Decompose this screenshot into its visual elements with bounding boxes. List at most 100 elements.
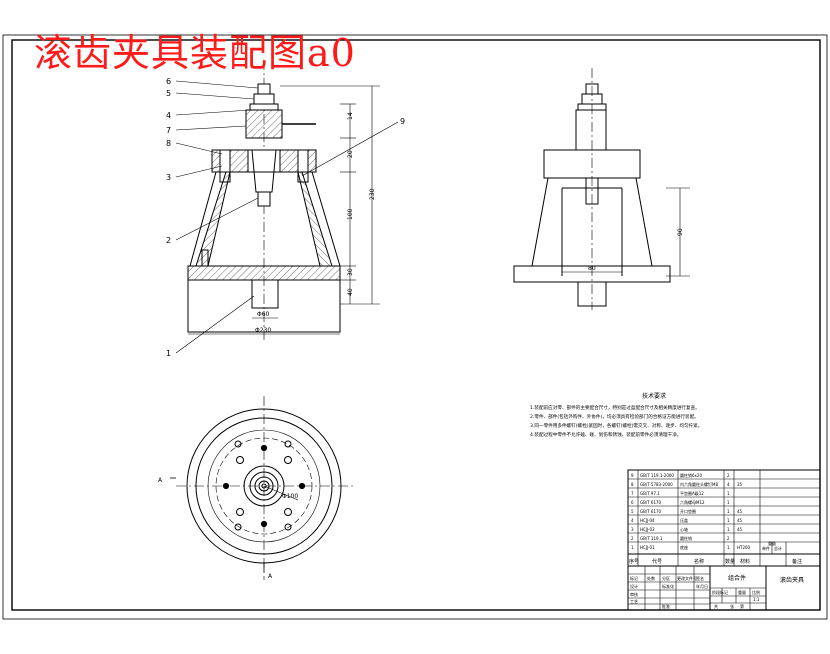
- tb-scale: 比例: [752, 589, 760, 595]
- outer-border: [2, 34, 828, 620]
- bom-sub-weight: 重量: [768, 540, 776, 546]
- bom-header-code: 代号: [652, 558, 662, 565]
- drawing-title: 滚齿夹具装配图a0: [34, 31, 356, 75]
- tb-approve: 批准: [662, 603, 670, 609]
- inner-border: [11, 39, 821, 611]
- bom-mat: HT200: [737, 545, 751, 550]
- bom-no: 5: [631, 509, 634, 514]
- title-block: [627, 565, 821, 611]
- bom-row: 2 GB/T 119.1 圆柱销 2: [631, 535, 730, 541]
- bom-rows: 9 GB/T 119.1-2000 圆柱销6x20 2 8 GB/T 5783-…: [631, 472, 751, 550]
- part-label: 1: [166, 349, 171, 358]
- bom-name: 平垫圈A级12: [680, 490, 704, 496]
- bom-no: 7: [631, 491, 634, 496]
- bom-qty: 1: [727, 491, 730, 496]
- bom-header-texts: 序号 代号 名称 数量 材料 备注 单件 总计 重量: [629, 540, 802, 565]
- front-section-view: [175, 60, 399, 354]
- tb-process: 工艺: [630, 599, 638, 604]
- bom-row: 8 GB/T 5783-2000 内六角圆柱头螺钉M8 4 35: [631, 481, 743, 487]
- section-marker: A: [158, 477, 163, 484]
- bom-code: HCJJ-03: [640, 527, 655, 532]
- tb-scale-value: 1:1: [753, 597, 760, 602]
- bom-code: HCJJ-01: [640, 545, 655, 550]
- part-label: 9: [400, 117, 405, 126]
- bom-mat: 45: [737, 509, 743, 514]
- part-label: 5: [166, 89, 171, 98]
- bom-name: 内六角圆柱头螺钉M8: [680, 481, 718, 487]
- bom-no: 3: [631, 527, 634, 532]
- bom-qty: 1: [727, 500, 730, 505]
- bom-header-note: 备注: [792, 558, 802, 565]
- bom-code: HCJJ-04: [640, 518, 655, 523]
- bom-header-no: 序号: [629, 558, 639, 565]
- part-label: 4: [166, 111, 171, 120]
- bom-no: 8: [631, 482, 634, 487]
- dim-text: 40: [347, 288, 354, 296]
- dim-text: Φ230: [255, 327, 271, 334]
- bom-mat: 45: [737, 527, 743, 532]
- bom-header-mat: 材料: [740, 558, 750, 565]
- notes-line: 3.同一零件用多件螺钉(螺栓)紧固时，各螺钉(螺栓)需交叉、对称、逐步、均匀拧紧…: [530, 422, 702, 429]
- bom-sub-total: 总计: [774, 545, 782, 551]
- bom-header-qty: 数量: [725, 558, 735, 565]
- dim-text: 80: [588, 265, 596, 272]
- tb-std: 标准化: [662, 583, 674, 589]
- tb-count: 处数: [647, 575, 655, 581]
- notes-line: 4.装配过程中零件不允许磕、碰、划伤和锈蚀，装配前零件必须清理干净。: [530, 431, 681, 438]
- top-view-labels: A A Φ100: [158, 477, 298, 580]
- bom-code: GB/T 5783-2000: [640, 482, 673, 487]
- bom-qty: 1: [727, 545, 730, 550]
- bom-mat: 45: [737, 518, 743, 523]
- bom-row: 7 GB/T 97.1 平垫圈A级12 1: [631, 490, 730, 496]
- part-label: 6: [166, 77, 171, 86]
- bom-qty: 2: [727, 473, 730, 478]
- bom-qty: 2: [727, 536, 730, 541]
- tb-drawing-name: 滚齿夹具: [780, 576, 804, 584]
- bom-code: GB/T 119.1-2000: [640, 473, 674, 478]
- bom-qty: 1: [727, 509, 730, 514]
- tb-sheet-unit: 张: [730, 603, 734, 609]
- bom-mat: 35: [737, 482, 743, 487]
- bom-code: GB/T 119.1: [640, 536, 663, 541]
- part-label: 7: [166, 126, 171, 135]
- title-block-texts: 组合件 滚齿夹具 标记 处数 分区 更改文件号 签名 年月日 设计 标准化 审核…: [630, 574, 804, 609]
- top-view: [170, 396, 354, 580]
- bom-name: 六角螺母M12: [680, 499, 705, 505]
- side-view: [513, 68, 690, 310]
- bom-row: 9 GB/T 119.1-2000 圆柱销6x20 2: [631, 472, 730, 478]
- part-label: 3: [166, 173, 171, 182]
- bom-header-name: 名称: [694, 558, 704, 565]
- dim-text: Φ60: [257, 311, 270, 318]
- front-dimension-texts: 14 20 100 30 40 230 Φ60 Φ230: [255, 112, 376, 334]
- dim-text: 230: [369, 188, 376, 200]
- bom-no: 6: [631, 500, 634, 505]
- bom-no: 4: [631, 518, 634, 523]
- bom-row: 1 HCJJ-01 底座 1 HT200: [631, 544, 751, 550]
- bom-name: 心轴: [680, 526, 688, 532]
- tb-sheet-total: 共: [714, 603, 718, 609]
- tb-sheet-no: 第: [740, 603, 744, 609]
- bom-name: 底座: [680, 544, 688, 550]
- bom-code: GB/T 6170: [640, 509, 662, 514]
- bom-qty: 1: [727, 527, 730, 532]
- part-labels: 6 5 4 7 8 3 2 1 9: [166, 77, 405, 358]
- bom-no: 1: [631, 545, 634, 550]
- tb-stage: 阶段标记: [712, 589, 728, 595]
- dim-text: 20: [347, 150, 354, 158]
- dim-text: 30: [347, 268, 354, 276]
- tb-check: 审核: [630, 591, 638, 597]
- part-label: 2: [166, 236, 171, 245]
- bom-name: 开口垫圈: [680, 508, 696, 514]
- bom-row: 3 HCJJ-03 心轴 1 45: [631, 526, 743, 532]
- dim-text: 14: [347, 112, 354, 120]
- tb-unit-name: 组合件: [728, 574, 746, 582]
- notes-heading: 技术要求: [642, 392, 666, 400]
- bom-no: 2: [631, 536, 634, 541]
- part-label: 8: [166, 139, 171, 148]
- dim-text: Φ100: [282, 493, 298, 500]
- tb-sign: 签名: [696, 575, 704, 581]
- tb-mark: 标记: [630, 575, 638, 581]
- tb-zone: 分区: [662, 575, 670, 581]
- technical-notes: 技术要求 1.装配前应对零、部件的主要配合尺寸，特别是过盈配合尺寸及相关精度进行…: [530, 392, 702, 438]
